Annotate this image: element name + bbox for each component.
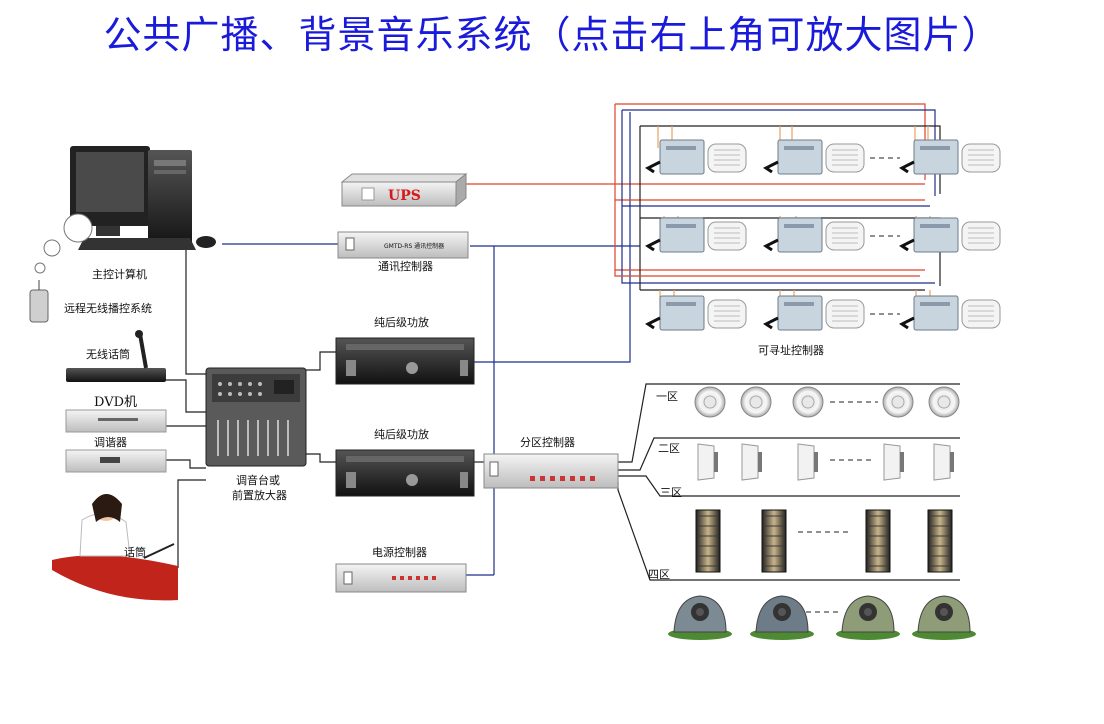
comm-panel-text: GMTD-RS 通讯控制器 xyxy=(384,242,444,250)
mixer-label-line2: 前置放大器 xyxy=(232,488,287,502)
ceiling-speaker-icon xyxy=(882,386,914,418)
wall-speaker-icon xyxy=(825,143,865,173)
page-title: 公共广播、背景音乐系统（点击右上角可放大图片） xyxy=(103,13,1001,57)
ceiling-speaker-icon xyxy=(694,386,726,418)
remote-icon xyxy=(29,280,49,323)
zone-speakers xyxy=(668,386,976,640)
column-speaker-icon xyxy=(865,509,891,573)
mic-label: 话筒 xyxy=(124,545,146,559)
comm-controller-icon xyxy=(337,231,469,259)
rock-speaker-icon xyxy=(836,595,900,640)
power-controller-icon xyxy=(335,563,467,593)
column-speaker-icon xyxy=(927,509,953,573)
amp1-icon xyxy=(335,337,475,385)
wiring xyxy=(166,103,960,581)
addressable-controller-unit xyxy=(645,295,705,331)
ceiling-speaker-icon xyxy=(928,386,960,418)
rock-speaker-icon xyxy=(912,595,976,640)
zone4-label: 四区 xyxy=(648,568,670,581)
dvd-icon xyxy=(65,409,167,433)
column-speaker-icon xyxy=(761,509,787,573)
comm-controller-label: 通讯控制器 xyxy=(378,259,433,273)
ups-label: UPS xyxy=(388,188,421,204)
wall-speaker-icon xyxy=(707,221,747,251)
wall-mount-speaker-icon xyxy=(933,443,954,481)
addressable-speaker-grid xyxy=(645,139,1001,331)
wall-speaker-icon xyxy=(961,221,1001,251)
wall-speaker-icon xyxy=(825,299,865,329)
zone-controller-icon xyxy=(483,453,619,489)
dvd-label: DVD机 xyxy=(94,395,137,410)
wall-speaker-icon xyxy=(825,221,865,251)
wireless-mic-label: 无线话筒 xyxy=(86,347,130,361)
addressable-controller-unit xyxy=(645,139,705,175)
addressable-controller-label: 可寻址控制器 xyxy=(758,343,824,357)
wall-speaker-icon xyxy=(707,299,747,329)
wall-speaker-icon xyxy=(707,143,747,173)
amp1-label: 纯后级功放 xyxy=(374,315,429,329)
wall-mount-speaker-icon xyxy=(741,443,762,481)
wall-speaker-icon xyxy=(961,143,1001,173)
computer-icon xyxy=(34,146,216,274)
power-controller-label: 电源控制器 xyxy=(372,545,427,559)
addressable-controller-unit xyxy=(763,139,823,175)
addressable-controller-unit xyxy=(899,217,959,253)
rock-speaker-icon xyxy=(668,595,732,640)
zone1-label: 一区 xyxy=(656,390,678,403)
ceiling-speaker-icon xyxy=(792,386,824,418)
tuner-label: 调谐器 xyxy=(94,435,127,449)
ups-icon xyxy=(340,172,468,208)
zone2-label: 二区 xyxy=(658,442,680,455)
mixer-label-line1: 调音台或 xyxy=(236,473,280,487)
wall-mount-speaker-icon xyxy=(883,443,904,481)
tuner-icon xyxy=(65,449,167,473)
amp2-icon xyxy=(335,449,475,497)
wall-mount-speaker-icon xyxy=(797,443,818,481)
amp2-label: 纯后级功放 xyxy=(374,427,429,441)
mixer-icon xyxy=(205,367,307,467)
addressable-controller-unit xyxy=(763,217,823,253)
addressable-controller-unit xyxy=(899,295,959,331)
addressable-controller-unit xyxy=(899,139,959,175)
wireless-mic-icon xyxy=(66,330,166,382)
wall-speaker-icon xyxy=(961,299,1001,329)
addressable-controller-unit xyxy=(645,217,705,253)
column-speaker-icon xyxy=(695,509,721,573)
ceiling-speaker-icon xyxy=(740,386,772,418)
addressable-controller-unit xyxy=(763,295,823,331)
zone3-label: 三区 xyxy=(660,486,682,499)
computer-label: 主控计算机 xyxy=(92,267,147,281)
operator-icon xyxy=(52,494,178,601)
zone-controller-label: 分区控制器 xyxy=(520,435,575,449)
rock-speaker-icon xyxy=(750,595,814,640)
wall-mount-speaker-icon xyxy=(697,443,718,481)
remote-label: 远程无线播控系统 xyxy=(64,301,152,315)
